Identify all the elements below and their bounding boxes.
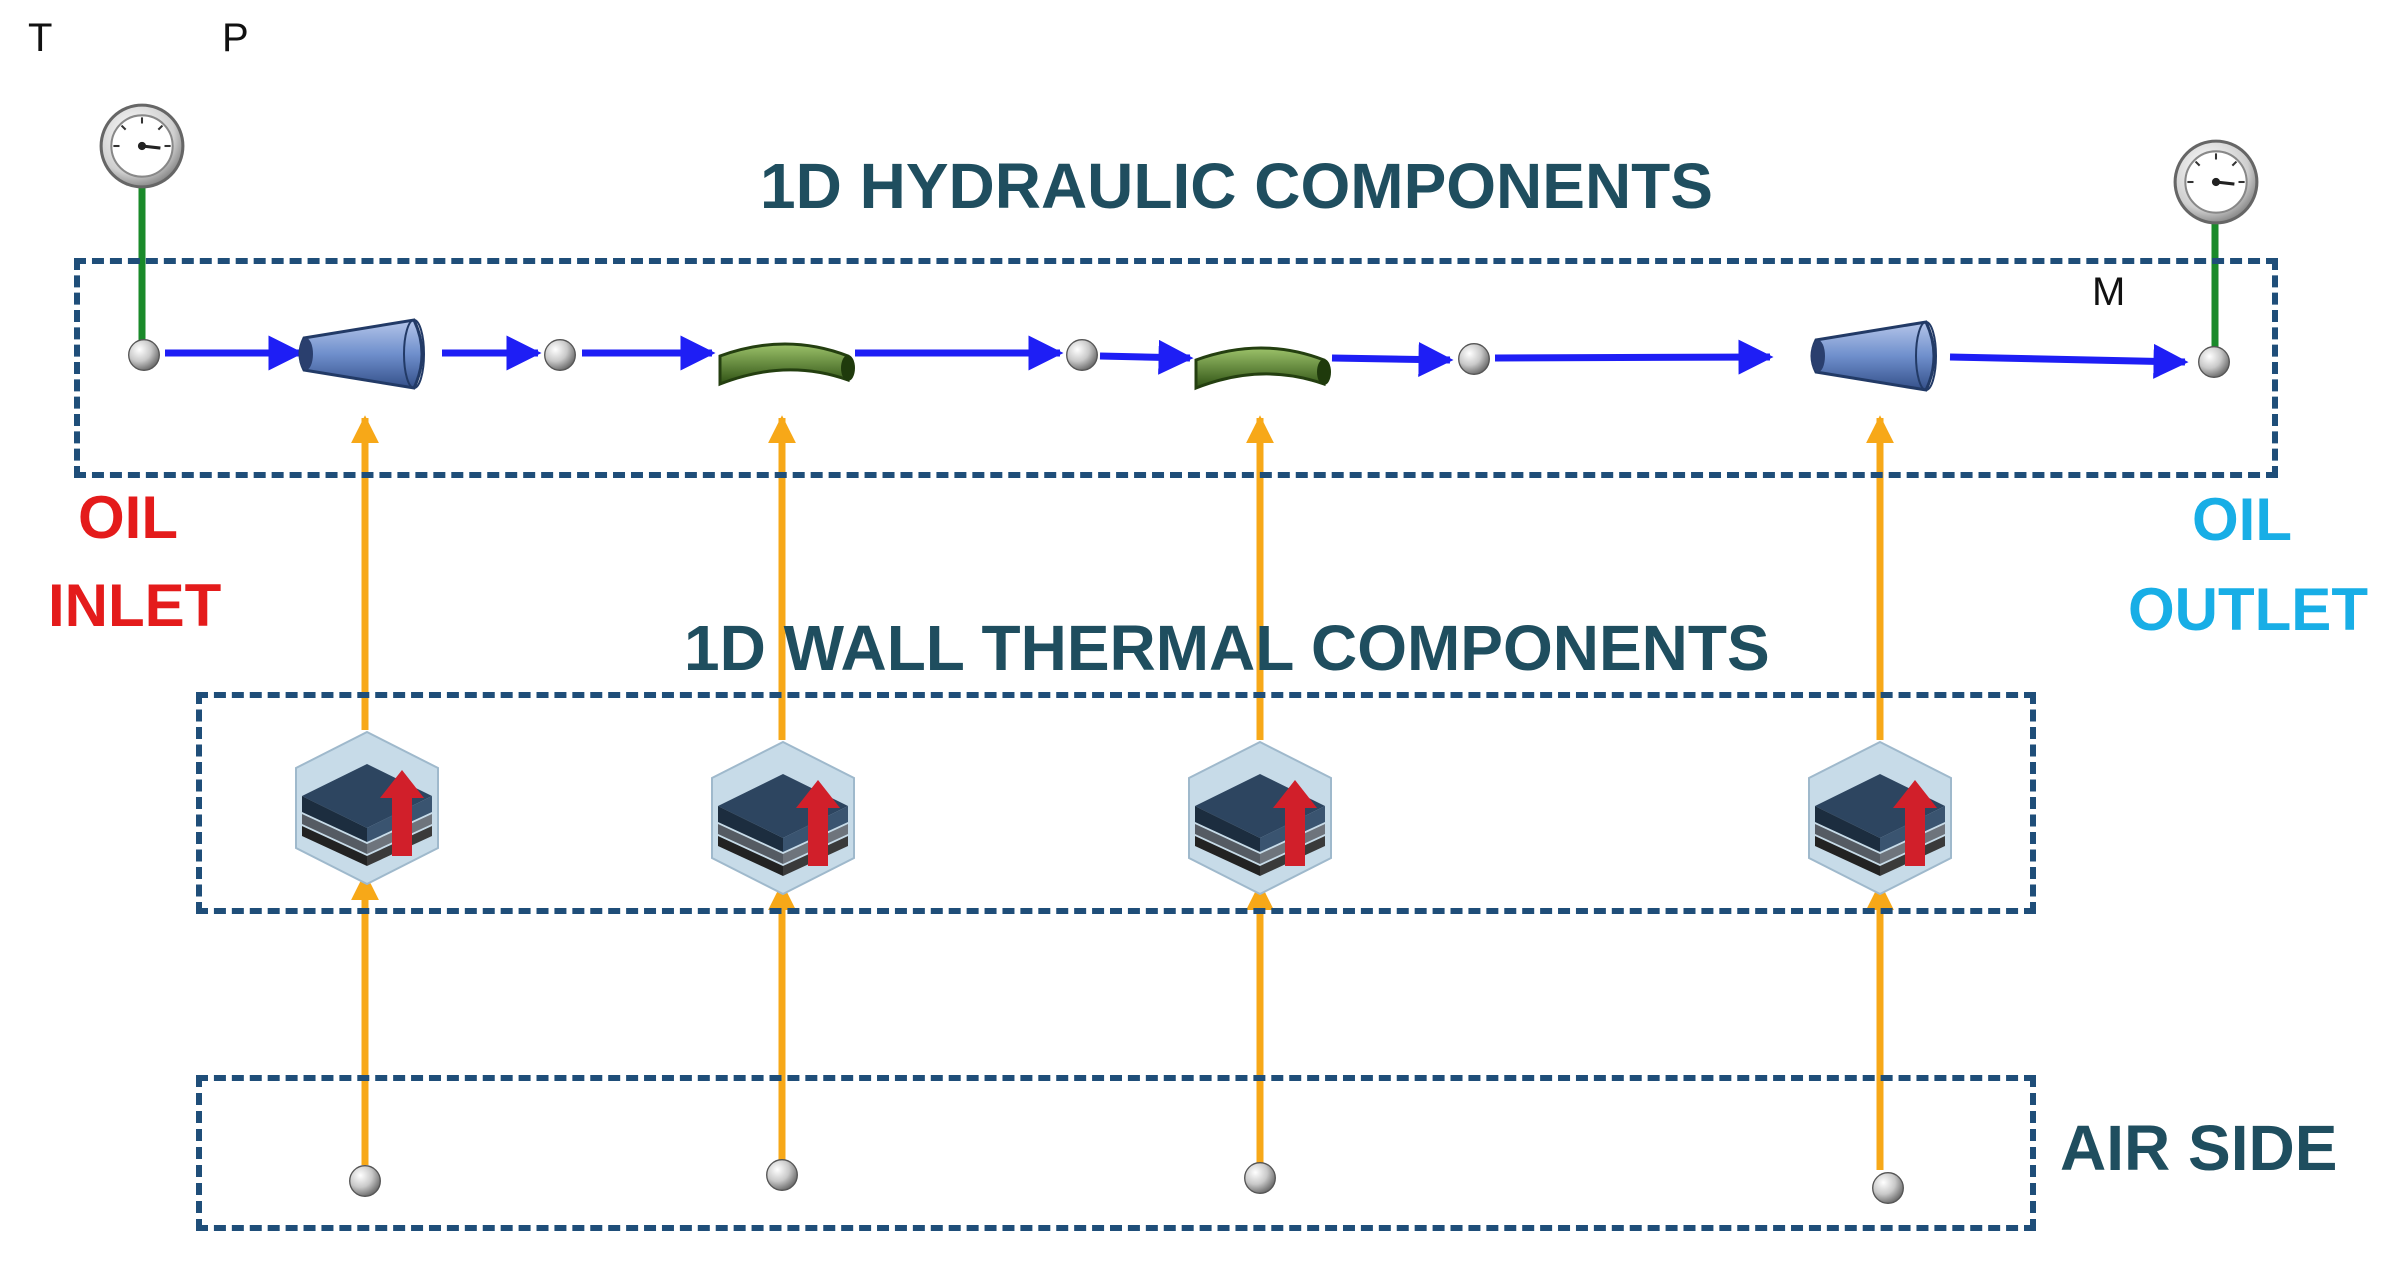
outlet-pressure-gauge-icon <box>2173 139 2259 225</box>
hydraulic-components-title: 1D HYDRAULIC COMPONENTS <box>760 150 1713 222</box>
oil-outlet-label-line1: OIL <box>2192 486 2292 553</box>
hydraulic-components-box <box>74 258 2278 478</box>
inlet-pressure-gauge-icon <box>99 103 185 189</box>
flow-arrow-8 <box>1949 343 2189 379</box>
flow-arrow-6 <box>1331 341 1454 377</box>
oil-outlet-label-line2: OUTLET <box>2128 576 2368 643</box>
flow-arrow-5 <box>1099 339 1194 375</box>
air-side-box <box>196 1075 2036 1231</box>
flow-arrow-7 <box>1494 339 1774 375</box>
oil-inlet-label-line2: INLET <box>48 572 222 639</box>
temperature-label: T <box>28 16 53 60</box>
air-side-title: AIR SIDE <box>2060 1112 2338 1184</box>
pressure-label: P <box>222 16 249 60</box>
oil-inlet-label-line1: OIL <box>78 484 178 551</box>
wall-thermal-components-box <box>196 692 2036 914</box>
wall-thermal-components-title: 1D WALL THERMAL COMPONENTS <box>684 612 1770 684</box>
mass-flow-label: M <box>2092 270 2126 314</box>
